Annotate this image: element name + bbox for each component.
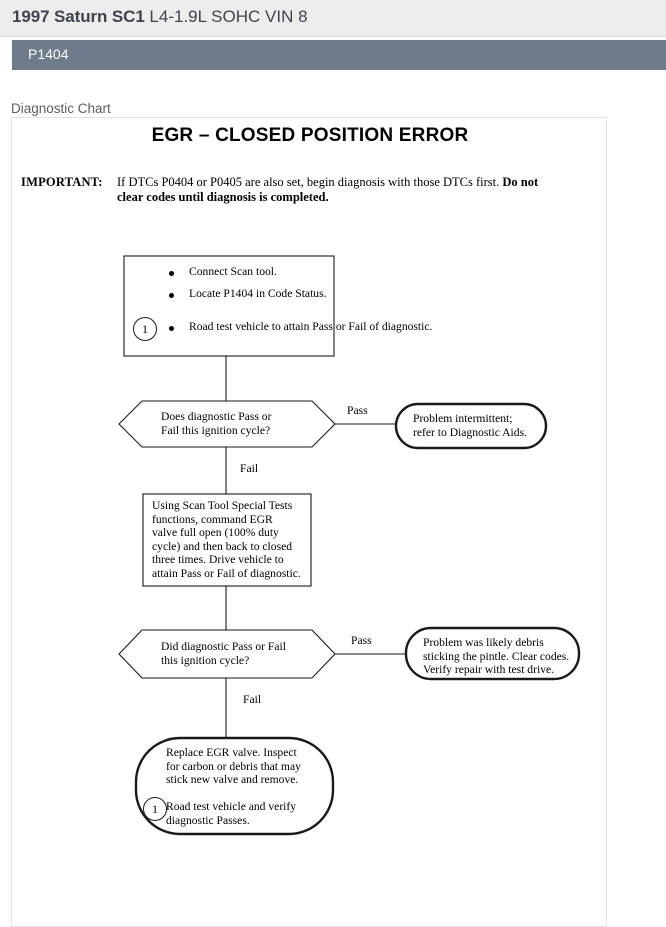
bullet-dot-2 xyxy=(169,293,174,298)
step2-text: Using Scan Tool Special Tests functions,… xyxy=(152,499,301,580)
step1-circle-number: 1 xyxy=(133,317,157,341)
step1-bullet-3: Road test vehicle to attain Pass or Fail… xyxy=(189,320,433,333)
edge-label-fail-1: Fail xyxy=(240,462,259,475)
chart-title: EGR – CLOSED POSITION ERROR xyxy=(151,125,469,146)
dtc-code-label: P1404 xyxy=(28,46,69,62)
step1-bullet-1: Connect Scan tool. xyxy=(189,265,277,278)
shape-step2-box xyxy=(142,493,312,587)
result1-text: Problem intermittent; refer to Diagnosti… xyxy=(413,412,527,439)
edge-label-fail-2: Fail xyxy=(243,693,262,706)
final-text-bottom: Road test vehicle and verify diagnostic … xyxy=(166,800,297,827)
step1-bullet-2: Locate P1404 in Code Status. xyxy=(189,287,327,300)
edge-label-pass-1: Pass xyxy=(347,404,368,417)
important-label: IMPORTANT: xyxy=(21,175,103,189)
vehicle-engine: L4-1.9L SOHC VIN 8 xyxy=(149,7,308,26)
decision2-text: Did diagnostic Pass or Fail this ignitio… xyxy=(161,640,286,667)
decision1-text: Does diagnostic Pass or Fail this igniti… xyxy=(161,410,272,437)
result2-text: Problem was likely debris sticking the p… xyxy=(423,636,570,677)
bullet-dot-3 xyxy=(169,326,174,331)
important-text: If DTCs P0404 or P0405 are also set, beg… xyxy=(117,175,557,205)
important-text-bold: Do not clear codes until diagnosis is co… xyxy=(117,175,539,204)
diagnostic-chart-container: EGR – CLOSED POSITION ERROR IMPORTANT: I… xyxy=(11,117,607,927)
final-text-top: Replace EGR valve. Inspect for carbon or… xyxy=(166,746,301,787)
shape-result1-oval xyxy=(394,402,548,450)
shape-final-oval xyxy=(134,736,335,836)
dtc-code-bar[interactable]: P1404 xyxy=(12,40,666,70)
edge-label-pass-2: Pass xyxy=(351,634,372,647)
shape-result2-oval xyxy=(404,626,581,681)
flowchart-shapes xyxy=(118,255,581,836)
section-label-diagnostic-chart: Diagnostic Chart xyxy=(11,101,111,116)
vehicle-title: 1997 Saturn SC1 L4-1.9L SOHC VIN 8 xyxy=(12,7,308,27)
vehicle-title-bar: 1997 Saturn SC1 L4-1.9L SOHC VIN 8 xyxy=(0,0,666,37)
bullet-dot-1 xyxy=(169,271,174,276)
vehicle-year-model: 1997 Saturn SC1 xyxy=(12,7,145,26)
shape-step1-box xyxy=(123,255,335,357)
final-circle-number: 1 xyxy=(143,797,167,821)
important-text-normal: If DTCs P0404 or P0405 are also set, beg… xyxy=(117,175,503,189)
